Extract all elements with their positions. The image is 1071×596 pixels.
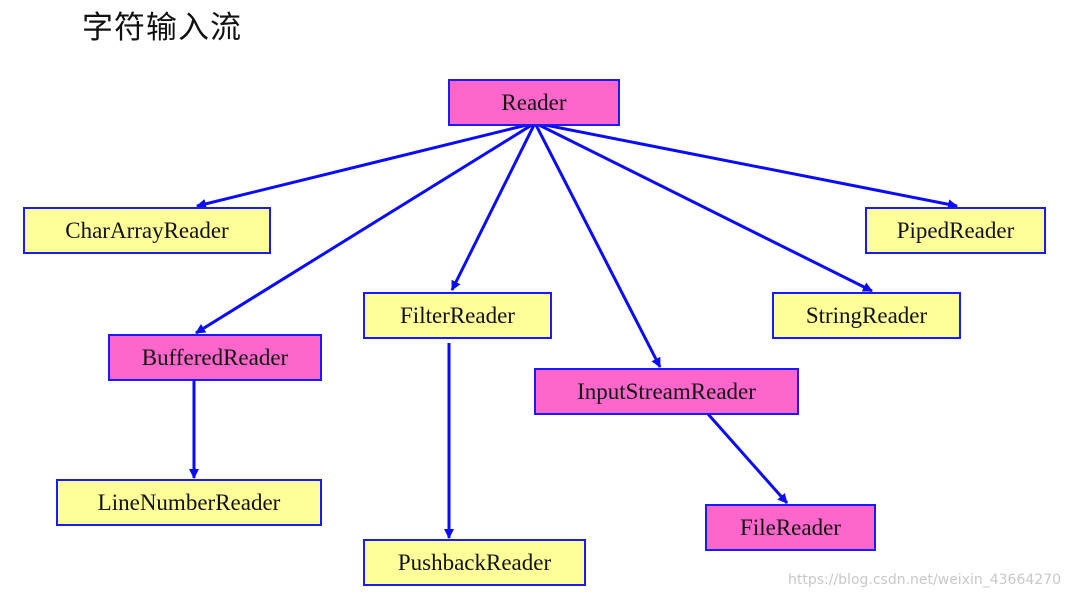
node-inputstreamreader: InputStreamReader (534, 368, 799, 415)
node-label: LineNumberReader (97, 489, 281, 515)
node-filterreader: FilterReader (363, 292, 552, 339)
arrow-inputstreamreader-to-filereader (706, 413, 789, 504)
node-bufferedreader: BufferedReader (108, 334, 322, 381)
watermark-text: https://blog.csdn.net/weixin_43664270 (787, 572, 1061, 588)
arrow-reader-to-bufferedreader (195, 121, 536, 335)
node-linenumberreader: LineNumberReader (56, 479, 322, 526)
node-label: Reader (501, 89, 567, 115)
node-label: BufferedReader (141, 344, 289, 370)
node-stringreader: StringReader (772, 292, 961, 339)
arrow-reader-to-stringreader (534, 121, 873, 293)
arrow-reader-to-pipedreader (534, 121, 958, 210)
arrow-reader-to-inputstreamreader (533, 122, 662, 368)
node-label: FilterReader (400, 302, 515, 328)
node-label: FileReader (740, 514, 841, 540)
arrow-reader-to-chararrayreader (196, 121, 536, 209)
node-label: PushbackReader (397, 549, 552, 575)
node-reader: Reader (448, 79, 620, 126)
node-label: StringReader (805, 302, 928, 328)
diagram-title: 字符输入流 (82, 10, 242, 46)
node-label: PipedReader (896, 217, 1015, 243)
arrow-reader-to-filterreader (450, 122, 537, 291)
node-chararrayreader: CharArrayReader (23, 207, 271, 254)
node-label: CharArrayReader (65, 217, 229, 243)
node-label: InputStreamReader (577, 378, 756, 404)
node-pushbackreader: PushbackReader (363, 539, 586, 586)
node-pipedreader: PipedReader (865, 207, 1046, 254)
node-filereader: FileReader (705, 504, 876, 551)
